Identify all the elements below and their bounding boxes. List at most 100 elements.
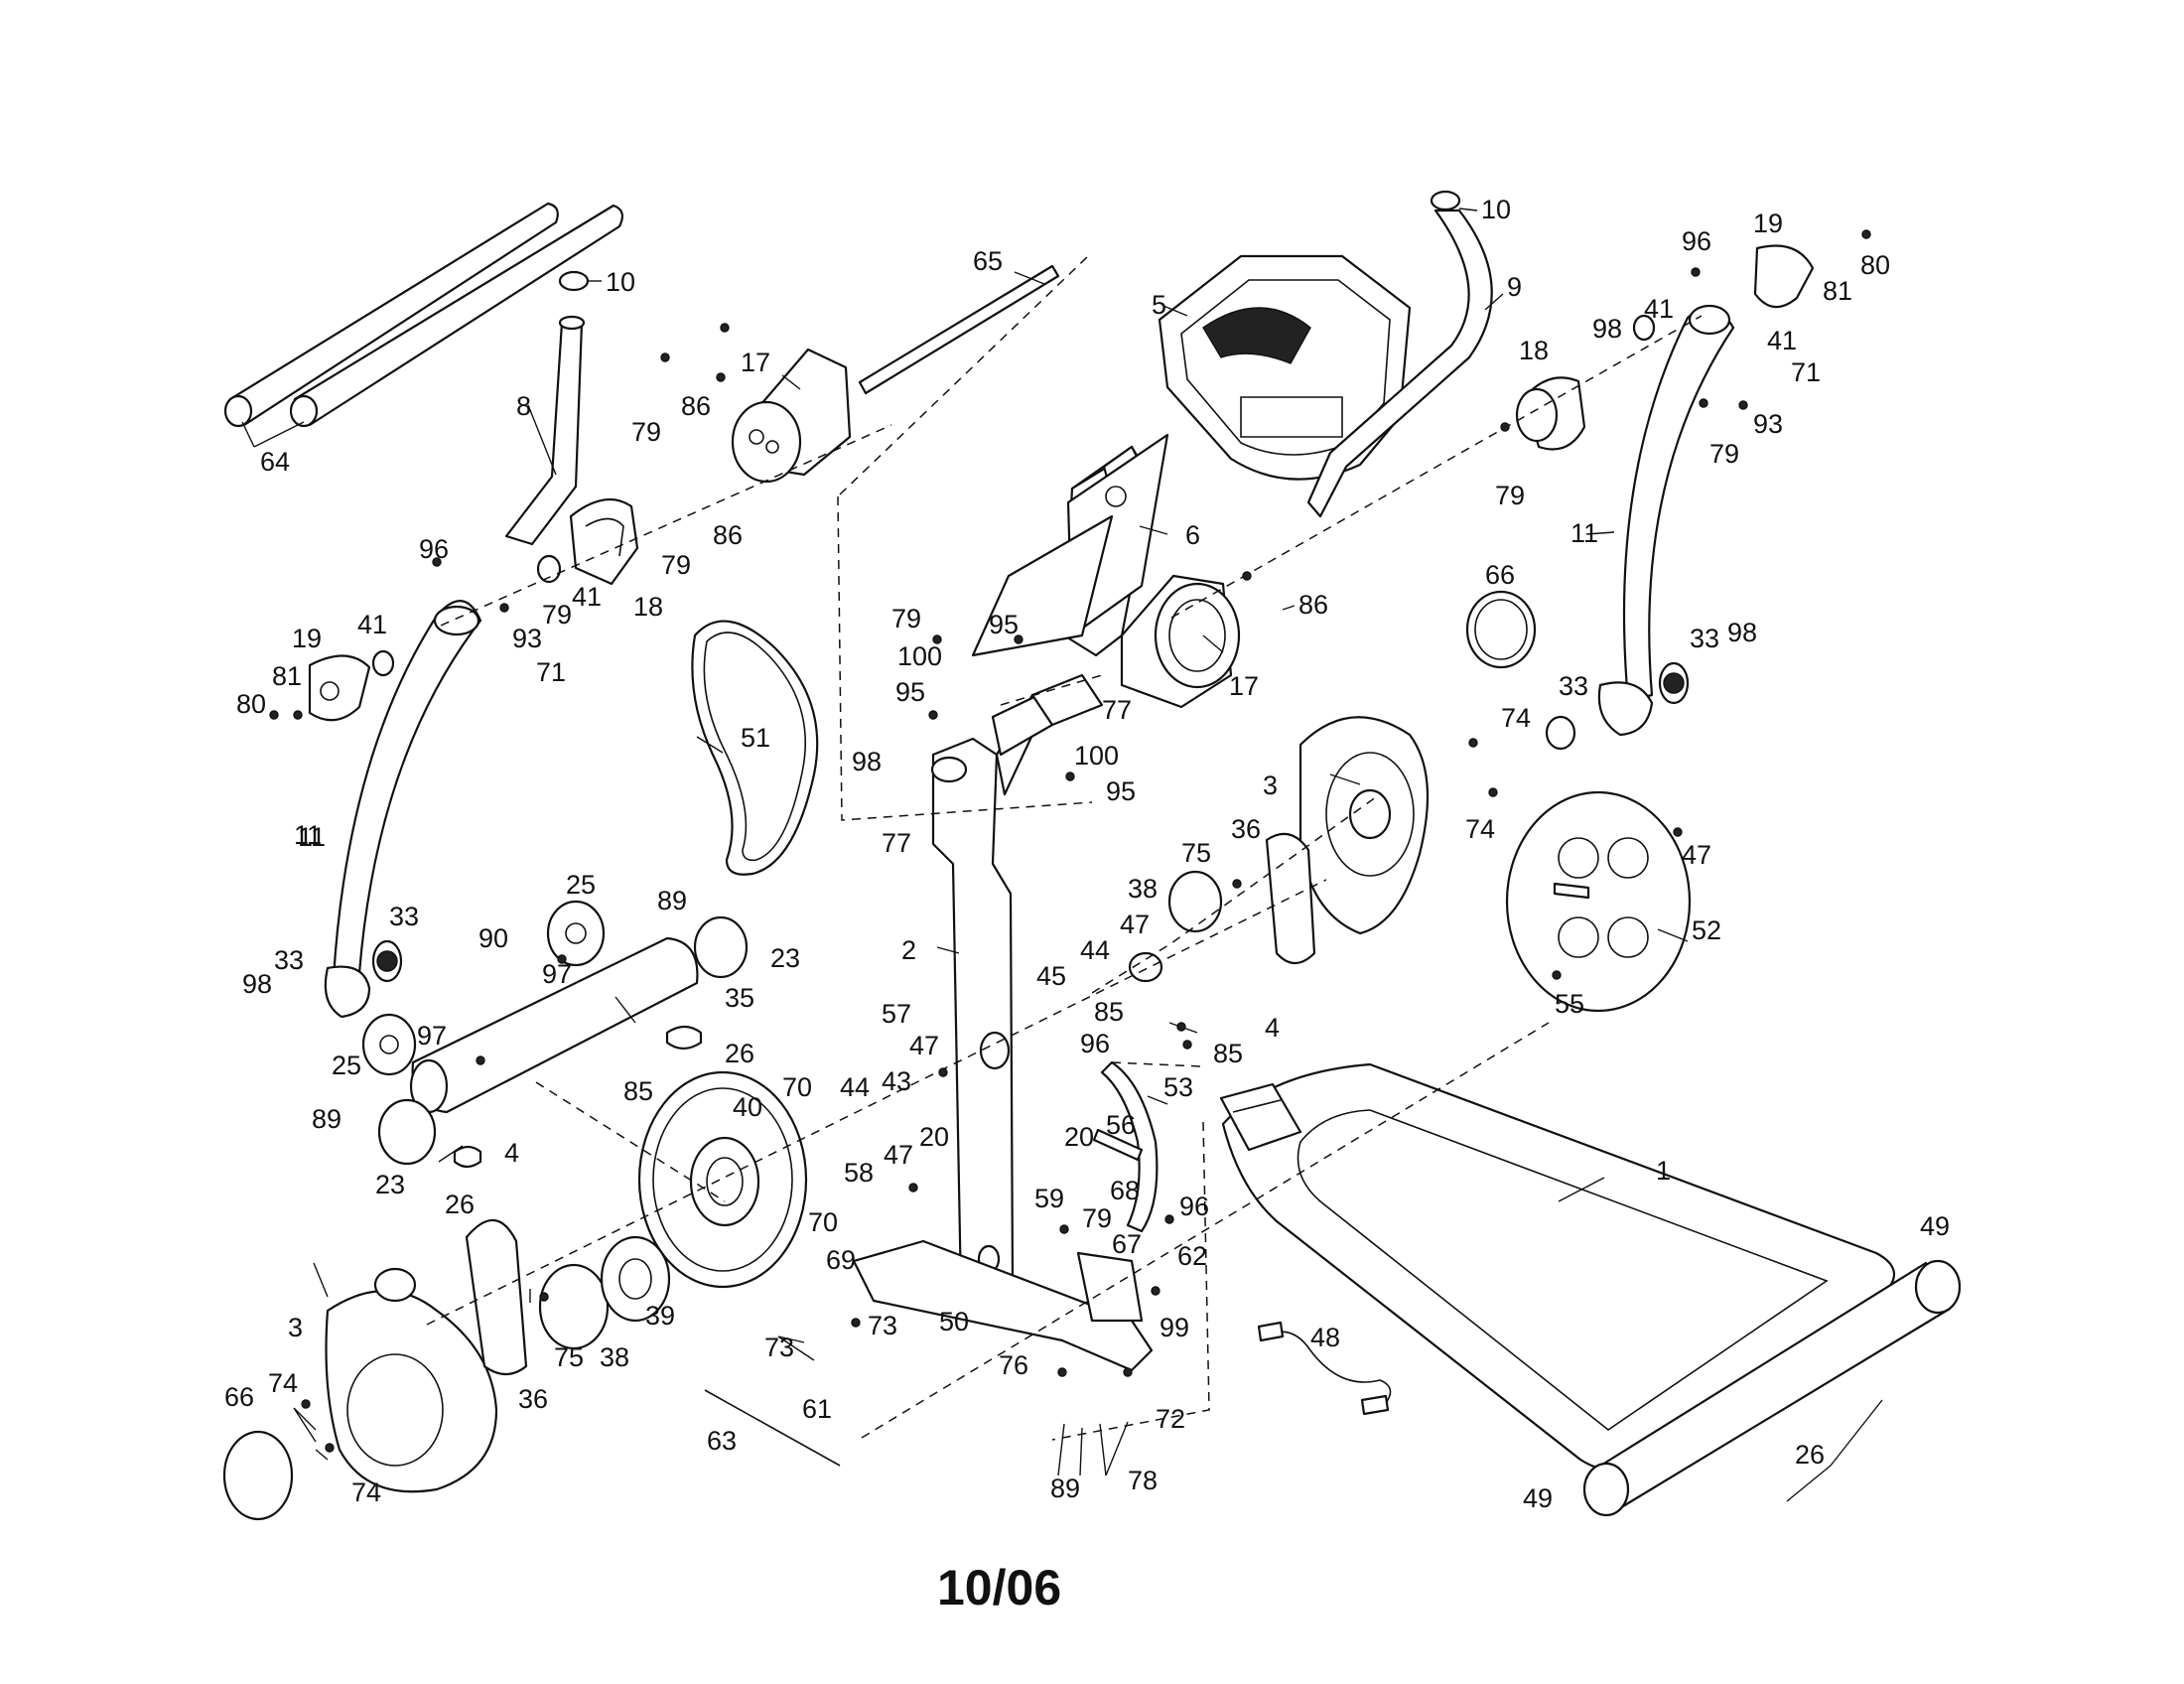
- left-crank-assembly: [222, 1218, 671, 1521]
- callout-78: 78: [1128, 1466, 1158, 1495]
- rear-stabilizer-part-35: [361, 900, 749, 1169]
- callout-10: 10: [1481, 195, 1511, 224]
- callout-73: 73: [764, 1333, 794, 1362]
- callout-85: 85: [623, 1076, 653, 1106]
- callout-62: 62: [1177, 1241, 1207, 1271]
- callout-96: 96: [419, 534, 449, 564]
- callout-41: 41: [357, 610, 387, 639]
- callout-90: 90: [478, 923, 508, 953]
- callout-26: 26: [445, 1190, 475, 1219]
- callout-100: 100: [897, 641, 942, 671]
- callout-74: 74: [351, 1477, 381, 1507]
- callout-59: 59: [1034, 1184, 1064, 1213]
- callout-86: 86: [713, 520, 743, 550]
- callout-56: 56: [1106, 1110, 1136, 1140]
- callout-93: 93: [512, 624, 542, 653]
- callout-100: 100: [1074, 741, 1119, 771]
- callout-18: 18: [633, 592, 663, 622]
- left-crank-plate-part-19: [308, 649, 395, 722]
- callout-97: 97: [542, 959, 572, 989]
- brake-arm-part-53: [1092, 1060, 1159, 1233]
- callout-74: 74: [1501, 703, 1531, 733]
- callout-26: 26: [1795, 1440, 1825, 1470]
- callout-99: 99: [1160, 1313, 1189, 1342]
- right-crank-assembly: [1128, 716, 1430, 983]
- callout-71: 71: [1791, 357, 1821, 387]
- sensor-wire-part-63: [704, 1389, 841, 1467]
- callout-33: 33: [389, 902, 419, 931]
- callout-5: 5: [1152, 290, 1166, 320]
- callout-45: 45: [1036, 961, 1066, 991]
- callout-47: 47: [909, 1031, 939, 1060]
- console-mast-part-6: [971, 433, 1169, 657]
- left-pivot-housing-part-17: [731, 264, 1060, 484]
- callout-68: 68: [1110, 1176, 1140, 1205]
- callout-79: 79: [1082, 1203, 1112, 1233]
- base-frame-part-1: [1219, 1062, 1962, 1517]
- callout-49: 49: [1920, 1211, 1950, 1241]
- callout-leader-lines: [241, 208, 1883, 1502]
- flywheel-part-40: [637, 1070, 808, 1289]
- callout-93: 93: [1753, 409, 1783, 439]
- callout-86: 86: [681, 391, 711, 421]
- callout-97: 97: [417, 1021, 447, 1051]
- handlebar-tubes-part-64: [223, 202, 624, 428]
- callout-98: 98: [1592, 314, 1622, 344]
- callout-75: 75: [1181, 838, 1211, 868]
- callout-65: 65: [973, 246, 1003, 276]
- callout-33: 33: [274, 945, 304, 975]
- callout-71: 71: [536, 657, 566, 687]
- callout-47: 47: [1682, 840, 1711, 870]
- callout-20: 20: [919, 1122, 949, 1152]
- callout-20: 20: [1064, 1122, 1094, 1152]
- callout-18: 18: [1519, 336, 1549, 365]
- callout-80: 80: [236, 689, 266, 719]
- callout-81: 81: [1823, 276, 1852, 306]
- callout-36: 36: [1231, 814, 1261, 844]
- callout-55: 55: [1555, 989, 1584, 1019]
- callout-52: 52: [1692, 915, 1721, 945]
- callout-50: 50: [939, 1307, 969, 1336]
- callout-58: 58: [844, 1158, 874, 1188]
- callout-41: 41: [1767, 326, 1797, 355]
- callout-3: 3: [288, 1313, 303, 1342]
- callout-39: 39: [645, 1301, 675, 1331]
- callout-3: 3: [1263, 771, 1278, 800]
- callout-66: 66: [224, 1382, 254, 1412]
- callout-41: 41: [572, 582, 602, 612]
- callout-98: 98: [852, 747, 882, 776]
- callout-69: 69: [826, 1245, 856, 1275]
- drive-belt-part-51: [691, 620, 819, 876]
- callout-73: 73: [868, 1311, 897, 1340]
- callout-44: 44: [1080, 935, 1110, 965]
- callout-79: 79: [1495, 481, 1525, 510]
- callout-25: 25: [566, 870, 596, 900]
- callout-4: 4: [504, 1138, 519, 1168]
- right-pivot-housing-part-17: [1120, 574, 1241, 709]
- callout-64: 64: [260, 447, 290, 477]
- callout-40: 40: [733, 1092, 762, 1122]
- callout-89: 89: [312, 1104, 341, 1134]
- callout-86: 86: [1298, 590, 1328, 620]
- callout-81: 81: [272, 661, 302, 691]
- callout-26: 26: [725, 1039, 754, 1068]
- callout-48: 48: [1310, 1323, 1340, 1352]
- callout-38: 38: [1128, 874, 1158, 904]
- assembly-guide-lines: [426, 255, 1703, 1441]
- callout-10: 10: [606, 267, 635, 297]
- callout-33: 33: [1690, 624, 1719, 653]
- callout-41: 41: [1644, 294, 1674, 324]
- lower-mount-part-99: [852, 1239, 1154, 1372]
- callout-79: 79: [542, 600, 572, 630]
- right-ring-part-66: [1465, 590, 1537, 669]
- callout-47: 47: [884, 1140, 913, 1170]
- callout-85: 85: [1094, 997, 1124, 1027]
- callout-8: 8: [516, 391, 531, 421]
- callout-1: 1: [1656, 1156, 1671, 1186]
- callout-79: 79: [891, 604, 921, 633]
- callout-79: 79: [661, 550, 691, 580]
- callout-23: 23: [770, 943, 800, 973]
- callout-38: 38: [600, 1342, 629, 1372]
- callout-96: 96: [1179, 1192, 1209, 1221]
